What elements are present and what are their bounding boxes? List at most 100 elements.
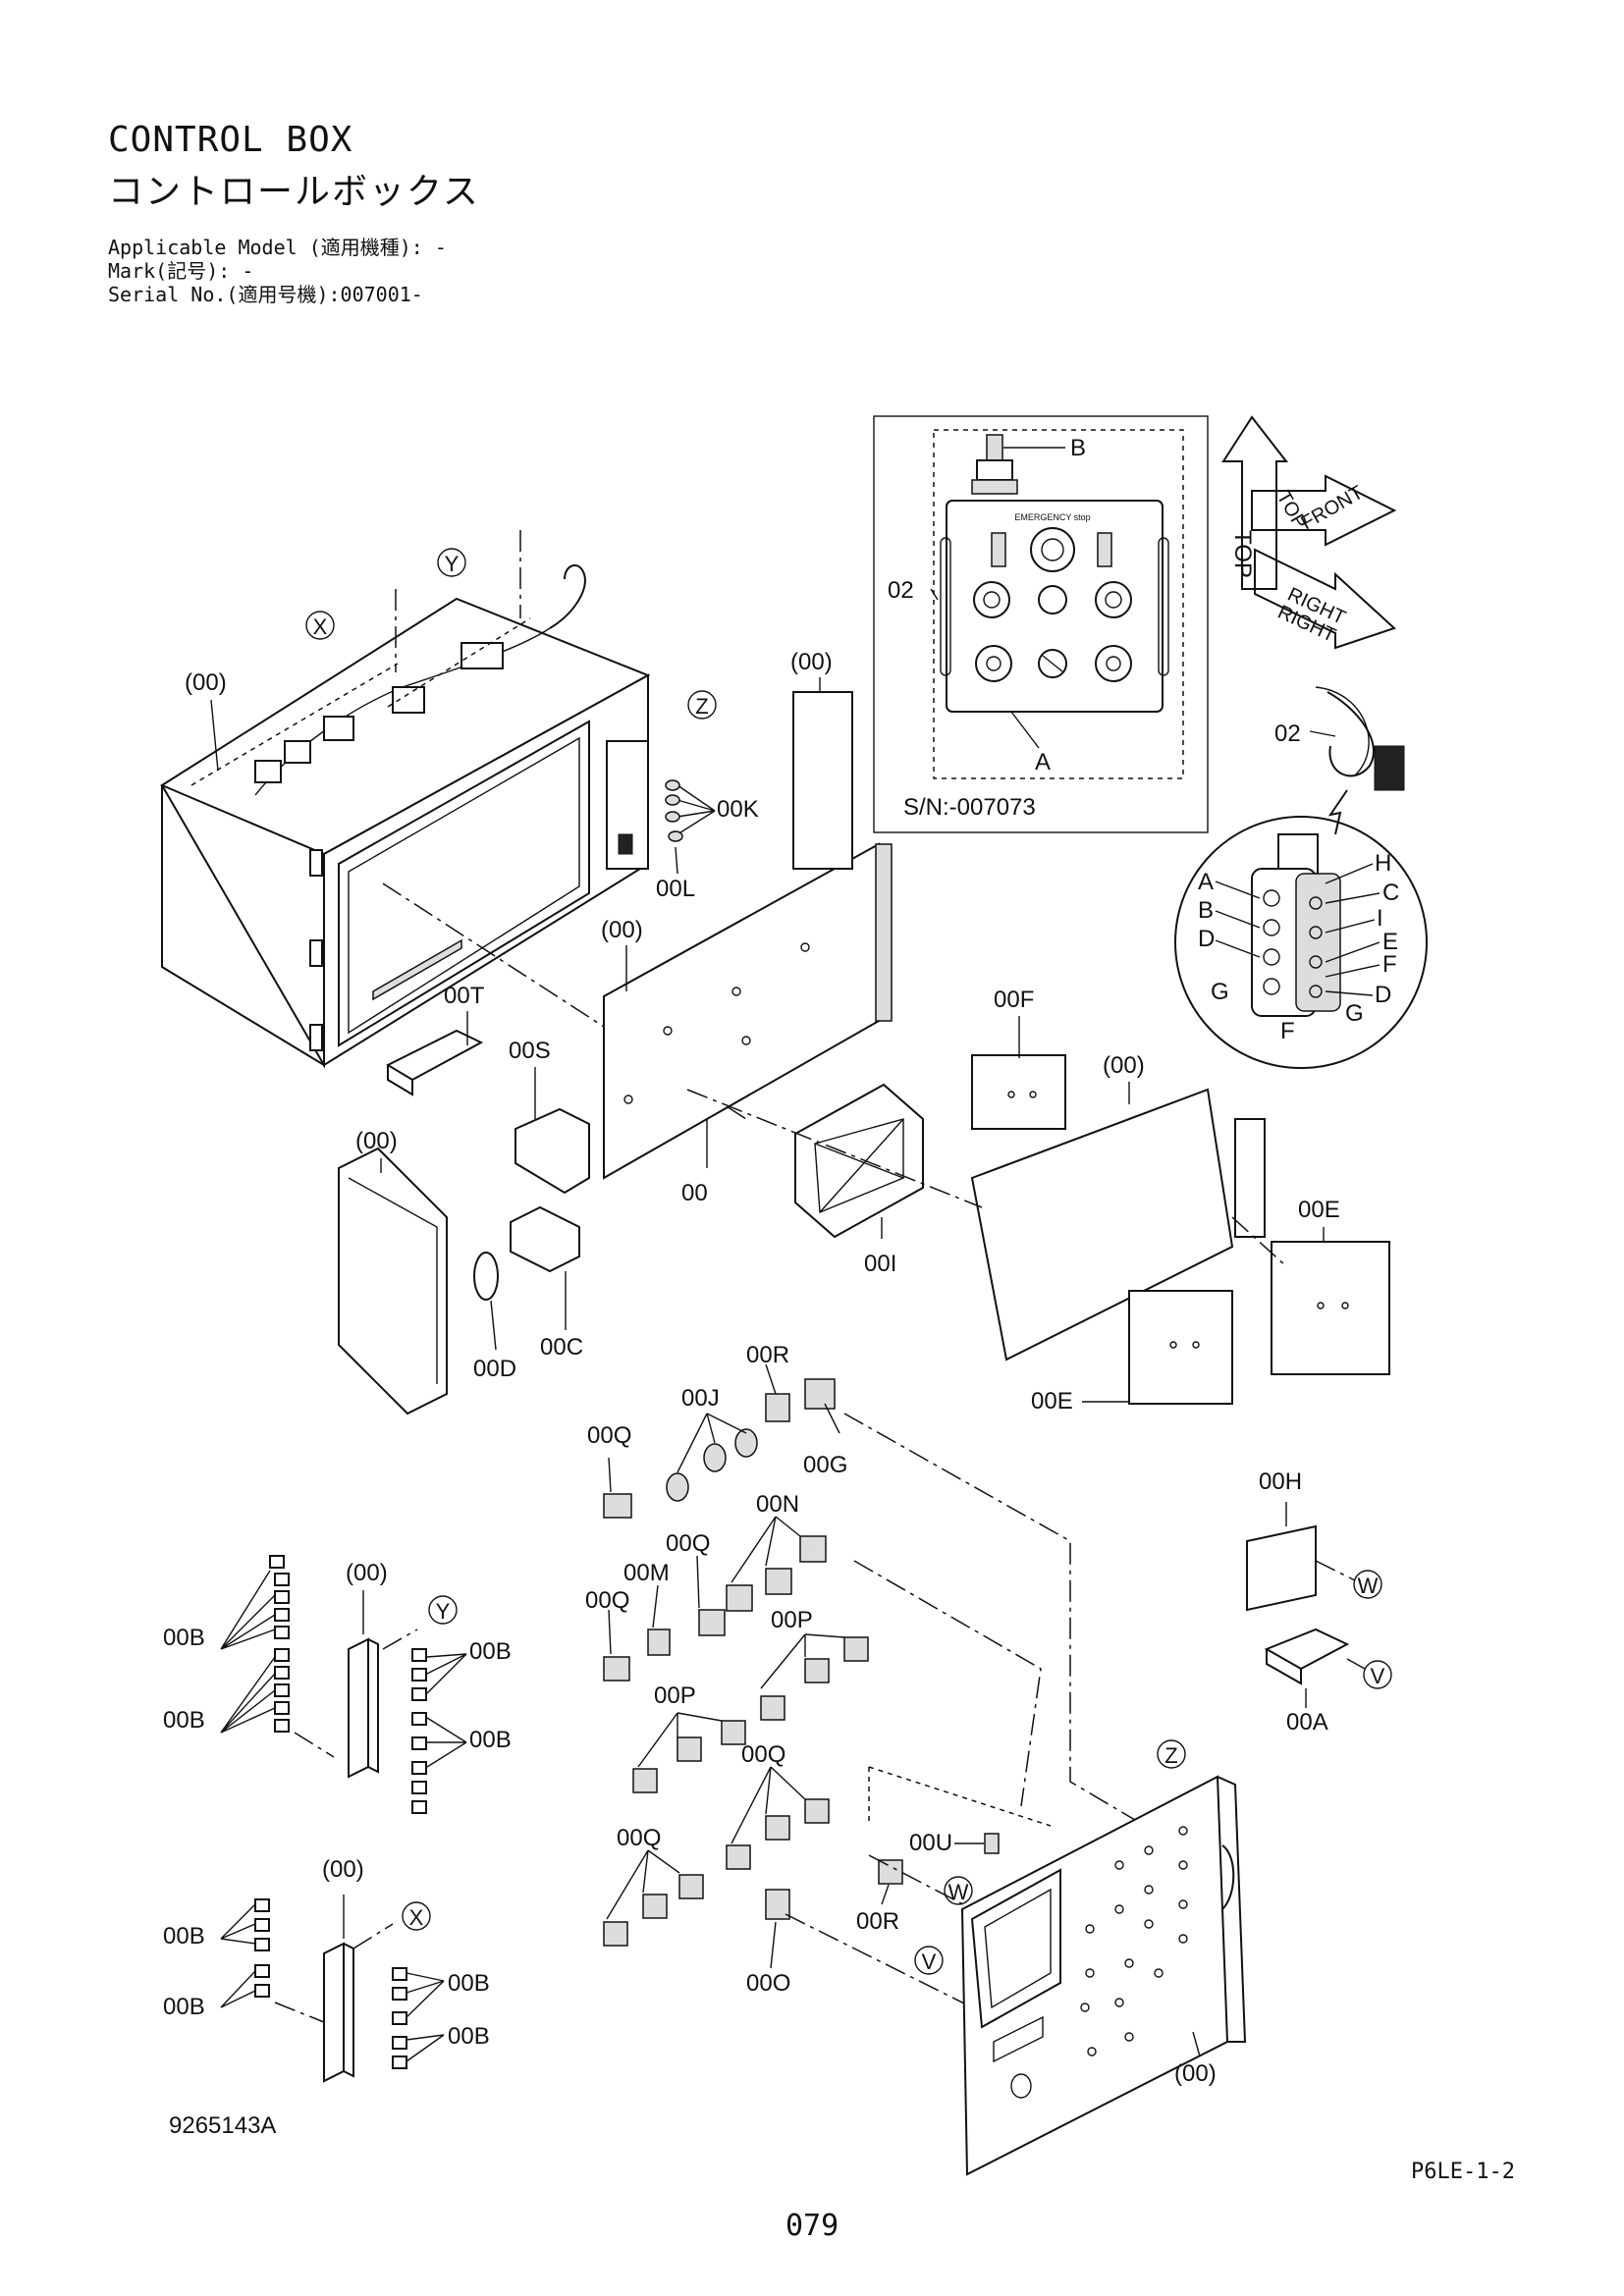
part-00d bbox=[473, 1252, 499, 1301]
marker-y-left: Y bbox=[436, 1599, 451, 1624]
pendant-letter-e: E bbox=[1382, 929, 1398, 955]
marker-v-panel: V bbox=[922, 1949, 937, 1974]
callout-paren00-door: (00) bbox=[1174, 2060, 1217, 2087]
terminal-blocks bbox=[220, 1555, 467, 2083]
orientation-indicator: TOP TOP FRONT RIGHT RIGHT bbox=[1221, 415, 1397, 650]
small-components bbox=[338, 1029, 590, 1415]
inset-frame bbox=[873, 415, 1209, 833]
callout-00q-1: 00Q bbox=[587, 1422, 631, 1449]
callout-00: 00 bbox=[681, 1180, 708, 1206]
pendant-letter-f-bottom: F bbox=[1280, 1018, 1295, 1044]
pendant-letter-a: A bbox=[1198, 869, 1214, 895]
terminal-rail-upper bbox=[348, 1637, 369, 1779]
callout-00b-8: 00B bbox=[448, 2023, 490, 2050]
callout-00b-1: 00B bbox=[163, 1625, 205, 1651]
plate-text: EMERGENCY stop bbox=[1014, 512, 1090, 522]
callout-00q-2: 00Q bbox=[666, 1530, 710, 1557]
reference-markers: X Y Z Y X Z W V W V bbox=[305, 548, 1392, 1975]
inset-label-b: B bbox=[1070, 435, 1086, 461]
part-callouts: (00) (00) 00K 00L (00) 00T 00S 00F (00) … bbox=[163, 649, 1340, 2087]
drawing-number: 9265143A bbox=[169, 2112, 277, 2139]
switch-fittings bbox=[603, 1363, 1179, 2013]
callout-paren00-plate: (00) bbox=[601, 917, 643, 943]
page-number: 079 bbox=[785, 2209, 839, 2243]
key-switch-body bbox=[986, 434, 1003, 461]
callout-00b-4: 00B bbox=[469, 1727, 512, 1753]
callout-00r-bottom: 00R bbox=[856, 1908, 899, 1935]
marker-z-right: Z bbox=[1164, 1743, 1177, 1768]
callout-00p-1: 00P bbox=[771, 1607, 813, 1633]
orientation-front: FRONT bbox=[1298, 482, 1368, 534]
part-00h bbox=[1246, 1524, 1317, 1612]
display-window bbox=[970, 1868, 1061, 2029]
applicable-model: Applicable Model (適用機種): - bbox=[108, 236, 447, 259]
callout-00d: 00D bbox=[473, 1356, 516, 1382]
callout-00s: 00S bbox=[509, 1038, 551, 1064]
part-00a bbox=[1264, 1628, 1350, 1671]
inset-operation-panel: EMERGENCY stop B 02 A S/N:-007073 bbox=[873, 415, 1209, 833]
door-panel bbox=[960, 1775, 1229, 2176]
callout-00q-5: 00Q bbox=[617, 1825, 661, 1851]
callout-paren00-pad: (00) bbox=[790, 649, 833, 675]
marker-y-top: Y bbox=[445, 552, 460, 576]
pendant-detail-circle bbox=[1174, 816, 1428, 1069]
callout-00k: 00K bbox=[717, 796, 759, 823]
callout-00c: 00C bbox=[540, 1334, 583, 1361]
callout-00j: 00J bbox=[681, 1385, 720, 1412]
marker-z-top: Z bbox=[695, 694, 708, 719]
callout-00q-4: 00Q bbox=[741, 1741, 785, 1768]
callout-paren00-term-lower: (00) bbox=[322, 1856, 364, 1883]
pendant-letter-f-right: F bbox=[1382, 951, 1397, 978]
callout-00f: 00F bbox=[994, 987, 1034, 1013]
callout-00r-top: 00R bbox=[746, 1342, 789, 1368]
orientation-top: TOP bbox=[1229, 530, 1256, 578]
inset-dotted-outline bbox=[933, 429, 1184, 779]
marker-v-right: V bbox=[1371, 1664, 1385, 1688]
terminal-rail-lower bbox=[323, 1942, 345, 2083]
part-00f bbox=[971, 1054, 1066, 1130]
right-accessories bbox=[1246, 1502, 1366, 1708]
pendant-letter-d-right: D bbox=[1375, 982, 1391, 1008]
part-00s bbox=[514, 1107, 590, 1195]
serial-number-range: Serial No.(適用号機):007001- bbox=[108, 283, 423, 306]
pendant-letter-c: C bbox=[1382, 880, 1399, 906]
callout-00m: 00M bbox=[623, 1560, 670, 1586]
callout-00b-6: 00B bbox=[448, 1970, 490, 1997]
callout-paren00-term-upper: (00) bbox=[346, 1560, 388, 1586]
top-arrow bbox=[1221, 415, 1289, 590]
callout-00g: 00G bbox=[803, 1452, 847, 1478]
callout-00n: 00N bbox=[756, 1491, 799, 1518]
front-door-panel bbox=[960, 1775, 1247, 2176]
pendant-letter-g-left: G bbox=[1211, 979, 1229, 1005]
inset-label-panel: 02 bbox=[888, 577, 914, 604]
callout-00i: 00I bbox=[864, 1251, 896, 1277]
inset-serial: S/N:-007073 bbox=[903, 794, 1036, 821]
pendant-letter-i: I bbox=[1377, 905, 1383, 932]
callout-00q-3: 00Q bbox=[585, 1587, 629, 1614]
callout-paren00-side: (00) bbox=[355, 1128, 398, 1154]
callout-00h: 00H bbox=[1259, 1468, 1302, 1495]
front-arrow bbox=[1251, 474, 1397, 547]
right-frame-parts bbox=[686, 1054, 1390, 1405]
callout-00b-2: 00B bbox=[469, 1638, 512, 1665]
cover-pad bbox=[792, 691, 853, 870]
callout-00a: 00A bbox=[1286, 1709, 1328, 1735]
operation-plate bbox=[946, 500, 1164, 713]
marker-w-right: W bbox=[1358, 1574, 1379, 1598]
page-title-japanese: コントロールボックス bbox=[108, 172, 480, 212]
part-00e-bottom bbox=[1128, 1290, 1233, 1405]
emergency-stop-button bbox=[1030, 527, 1075, 572]
mounting-plate bbox=[603, 842, 893, 1180]
callout-00b-5: 00B bbox=[163, 1923, 205, 1949]
page-title: CONTROL BOX bbox=[108, 120, 353, 160]
rear-frame bbox=[970, 1088, 1234, 1362]
callout-00b-7: 00B bbox=[163, 1994, 205, 2020]
callout-00o: 00O bbox=[746, 1970, 790, 1997]
side-frame bbox=[338, 1147, 448, 1415]
pendant-small-body bbox=[1374, 745, 1405, 791]
part-00e-right bbox=[1271, 1241, 1390, 1375]
part-00t bbox=[385, 1029, 484, 1082]
mark-code: Mark(記号): - bbox=[108, 259, 254, 283]
callout-00t: 00T bbox=[444, 983, 485, 1009]
pendant-letter-b: B bbox=[1198, 897, 1214, 924]
